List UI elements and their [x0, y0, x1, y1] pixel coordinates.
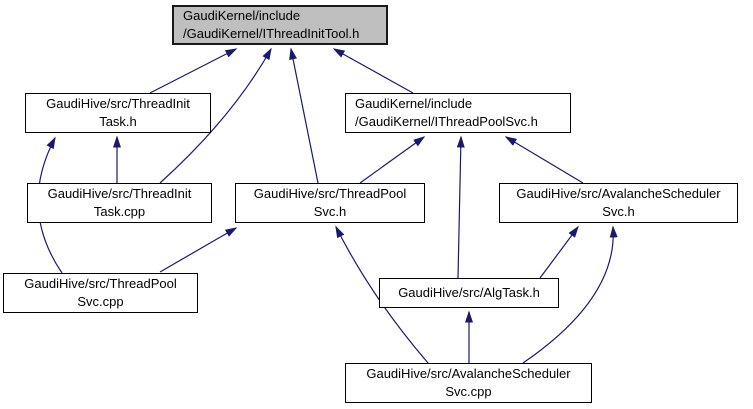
edge-threadpoolsvc-h-to-ithreadinittool-h	[289, 47, 319, 184]
node-threadpoolsvc-h[interactable]: GaudiHive/src/ThreadPool Svc.h	[235, 183, 425, 223]
edge-ithreadpoolsvc-h-to-ithreadinittool-h	[332, 48, 414, 94]
edge-avalancheschedulersvc-h-to-ithreadpoolsvc-h	[504, 136, 584, 184]
node-algtask-h[interactable]: GaudiHive/src/AlgTask.h	[379, 278, 559, 308]
edge-threadpoolsvc-h-to-ithreadpoolsvc-h	[359, 136, 426, 184]
edge-avalancheschedulersvc-cpp-to-avalancheschedulersvc-h	[522, 225, 618, 364]
edge-algtask-h-to-avalancheschedulersvc-h	[539, 225, 579, 279]
edge-avalancheschedulersvc-cpp-to-threadpoolsvc-h	[335, 225, 429, 364]
edge-algtask-h-to-ithreadpoolsvc-h	[456, 135, 465, 279]
node-avalancheschedulersvc-h[interactable]: GaudiHive/src/AvalancheScheduler Svc.h	[499, 183, 738, 223]
edge-threadinittask-cpp-to-ithreadinittool-h	[159, 47, 272, 184]
node-threadinittask-cpp[interactable]: GaudiHive/src/ThreadInit Task.cpp	[27, 183, 212, 223]
edge-threadpoolsvc-cpp-to-threadpoolsvc-h	[159, 227, 238, 273]
node-ithreadpoolsvc-h[interactable]: GaudiKernel/include /GaudiKernel/IThread…	[345, 93, 571, 133]
node-ithreadinittool-h: GaudiKernel/include /GaudiKernel/IThread…	[172, 5, 388, 45]
edge-threadinittask-h-to-ithreadinittool-h	[149, 48, 238, 94]
node-threadinittask-h[interactable]: GaudiHive/src/ThreadInit Task.h	[25, 93, 211, 133]
node-avalancheschedulersvc-cpp[interactable]: GaudiHive/src/AvalancheScheduler Svc.cpp	[345, 363, 592, 403]
node-threadpoolsvc-cpp[interactable]: GaudiHive/src/ThreadPool Svc.cpp	[3, 273, 198, 313]
